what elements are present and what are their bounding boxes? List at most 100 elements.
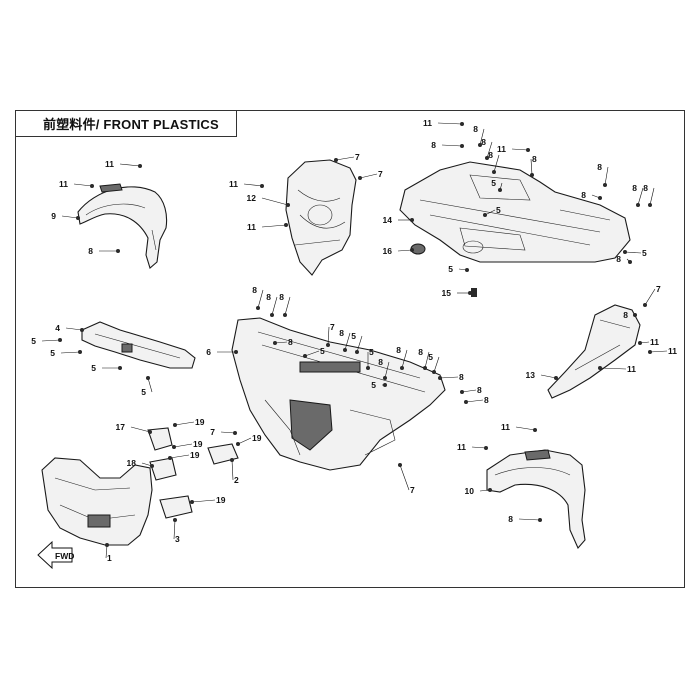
leader-line	[515, 426, 536, 431]
callout-number: 11	[423, 118, 432, 128]
callout-c5h: 5	[141, 376, 153, 397]
callout-number: 8	[473, 124, 478, 134]
callout-c9: 9	[51, 211, 80, 221]
callout-c8n: 8	[279, 292, 291, 317]
callout-c8p: 8	[339, 328, 351, 352]
fastener-icon	[168, 456, 172, 460]
callout-number: 5	[428, 352, 433, 362]
callout-c19e: 19	[190, 495, 226, 505]
callout-number: 2	[234, 475, 239, 485]
callout-c8r: 8	[396, 345, 408, 370]
fastener-icon	[603, 183, 607, 187]
callout-c5c: 5	[448, 264, 469, 274]
callout-c5f: 5	[50, 348, 82, 358]
leader-line	[397, 249, 413, 252]
fastener-icon	[432, 370, 436, 374]
callout-c11c: 11	[229, 179, 264, 189]
leader-line	[356, 335, 363, 353]
callout-c8o: 8	[273, 337, 293, 347]
fastener-icon	[116, 249, 120, 253]
callout-c5b: 5	[483, 205, 501, 217]
callout-number: 19	[190, 450, 200, 460]
fastener-icon	[498, 188, 502, 192]
leader-line	[130, 426, 151, 433]
leader-line	[169, 454, 190, 459]
callout-number: 6	[206, 347, 211, 357]
callout-number: 8	[396, 345, 401, 355]
left-fender-part	[77, 183, 168, 269]
callout-c8f: 8	[530, 154, 537, 177]
callout-number: 11	[668, 346, 677, 356]
callout-number: 5	[31, 336, 36, 346]
bracket-17-part	[147, 427, 173, 451]
fastener-icon	[636, 203, 640, 207]
callout-c5k: 5	[366, 347, 374, 370]
leader-line	[271, 296, 278, 316]
fastener-icon	[460, 122, 464, 126]
fastener-icon	[533, 428, 537, 432]
callout-number: 8	[632, 183, 637, 193]
fwd-label: FWD	[55, 551, 74, 561]
fastener-icon	[173, 423, 177, 427]
callout-c11a: 11	[59, 179, 94, 189]
fastener-icon	[485, 156, 489, 160]
callout-number: 11	[650, 337, 659, 347]
fastener-icon	[598, 366, 602, 370]
callout-number: 5	[448, 264, 453, 274]
callout-number: 5	[141, 387, 146, 397]
callout-c8k: 8	[616, 254, 632, 264]
callout-c8m: 8	[266, 292, 278, 317]
leader-line	[644, 288, 656, 306]
callout-number: 8	[581, 190, 586, 200]
callout-number: 11	[229, 179, 238, 189]
callout-number: 18	[127, 458, 137, 468]
fastener-icon	[270, 313, 274, 317]
leader-line	[41, 339, 61, 342]
fastener-icon	[190, 500, 194, 504]
callout-c8q: 8	[378, 357, 390, 380]
front-rack-part	[399, 161, 631, 263]
callout-number: 11	[457, 442, 466, 452]
callout-number: 11	[497, 144, 506, 154]
fastener-icon	[80, 328, 84, 332]
leader-line	[304, 350, 320, 357]
fastener-icon	[460, 390, 464, 394]
leader-line	[439, 376, 459, 379]
fastener-icon	[638, 341, 642, 345]
fastener-icon	[538, 518, 542, 522]
callout-c8b: 8	[431, 140, 464, 150]
callout-number: 19	[252, 433, 262, 443]
forward-arrow-icon: FWD	[37, 540, 74, 570]
callout-number: 8	[252, 285, 257, 295]
callout-c8v: 8	[464, 395, 489, 405]
leader-line	[327, 326, 330, 346]
callout-number: 12	[247, 193, 257, 203]
leader-line	[604, 166, 609, 186]
fastener-icon	[260, 184, 264, 188]
callout-c5a: 5	[491, 178, 503, 192]
leader-line	[65, 327, 83, 331]
fastener-icon	[236, 442, 240, 446]
fastener-icon	[326, 343, 330, 347]
callout-c11f: 11	[497, 144, 530, 154]
leader-line	[231, 459, 234, 481]
callout-c11h: 11	[648, 346, 677, 356]
callout-c8e: 8	[488, 150, 500, 174]
callout-c17: 17	[116, 422, 152, 434]
callout-number: 8	[266, 292, 271, 302]
callout-number: 11	[627, 364, 636, 374]
fastener-icon	[358, 176, 362, 180]
leader-line	[433, 356, 440, 373]
callout-number: 7	[355, 152, 360, 162]
callout-number: 13	[526, 370, 536, 380]
leader-line	[261, 197, 289, 206]
leader-line	[73, 183, 93, 187]
callout-number: 8	[481, 137, 486, 147]
leader-line	[384, 361, 390, 379]
leader-line	[441, 144, 463, 147]
callout-c2: 2	[230, 458, 239, 485]
fastener-icon	[334, 158, 338, 162]
callout-number: 19	[216, 495, 226, 505]
leader-line	[399, 464, 410, 491]
